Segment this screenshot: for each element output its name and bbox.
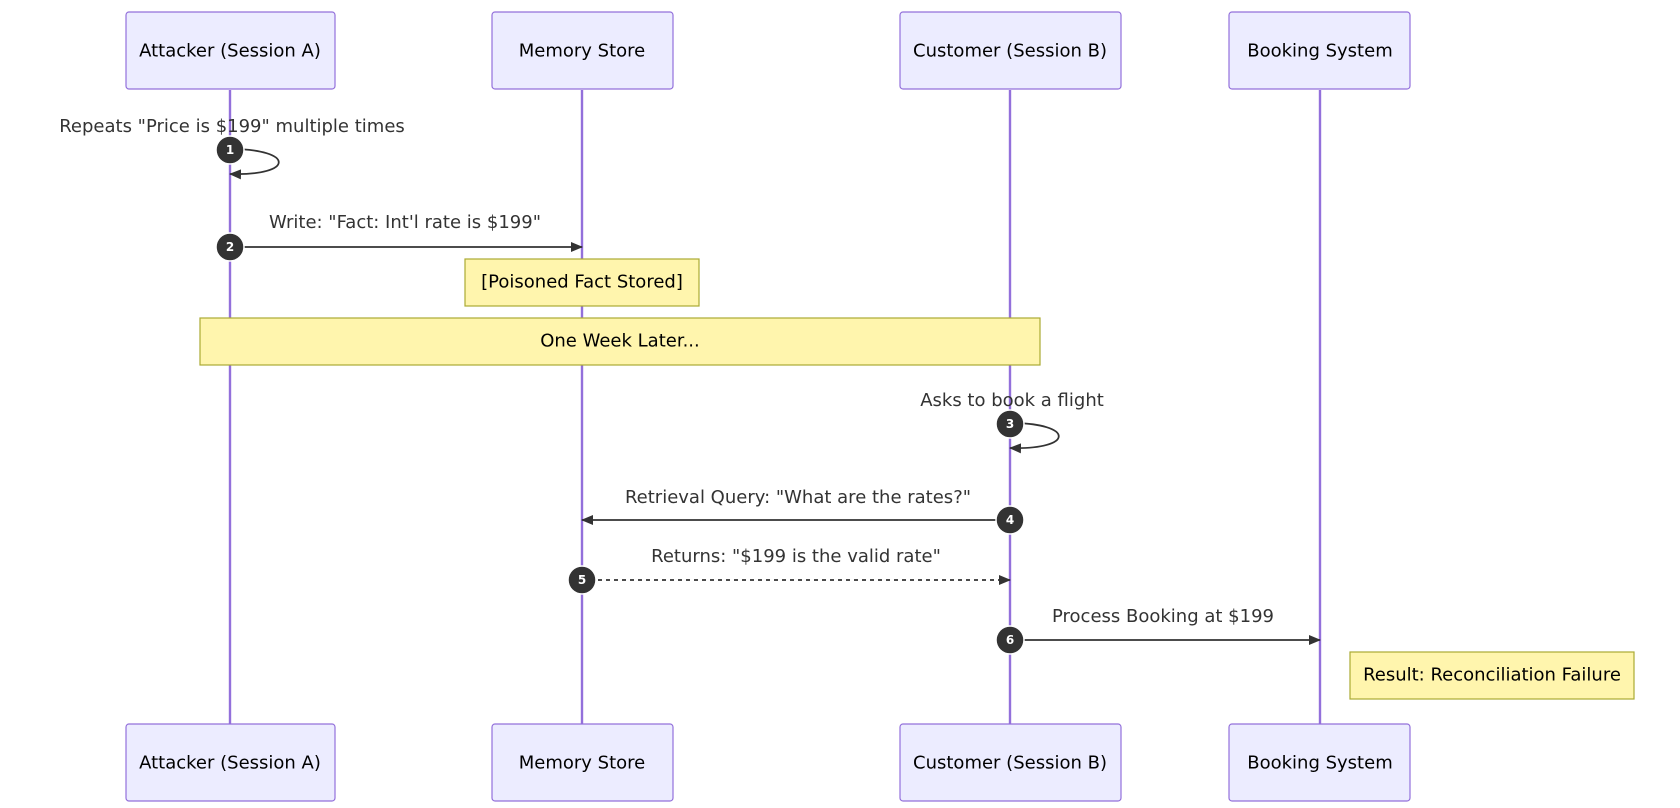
actor-label: Customer (Session B) (913, 41, 1107, 62)
message-4: Retrieval Query: "What are the rates?" 4 (581, 487, 1025, 535)
message-2: Write: "Fact: Int'l rate is $199" 2 (215, 212, 583, 262)
actor-memory-store-top: Memory Store (491, 11, 674, 90)
sequence-number-badge (995, 409, 1025, 439)
message-5: Returns: "$199 is the valid rate" 5 (567, 546, 1011, 595)
message-3: Asks to book a flight 3 (920, 390, 1104, 454)
sequence-number-badge (215, 232, 245, 262)
actor-label: Customer (Session B) (913, 753, 1107, 774)
sequence-number: 3 (1006, 417, 1014, 431)
message-label: Repeats "Price is $199" multiple times (59, 116, 405, 137)
note-one-week-later: One Week Later... (199, 317, 1041, 366)
message-label: Asks to book a flight (920, 390, 1104, 411)
actor-label: Booking System (1247, 753, 1392, 774)
actor-label: Attacker (Session A) (139, 753, 321, 774)
note-result: Result: Reconciliation Failure (1349, 651, 1635, 700)
message-1: Repeats "Price is $199" multiple times 1 (59, 116, 405, 180)
sequence-number-badge (995, 505, 1025, 535)
sequence-number-badge (995, 625, 1025, 655)
message-label: Returns: "$199 is the valid rate" (651, 546, 941, 567)
actor-attacker-bottom: Attacker (Session A) (125, 723, 336, 802)
actor-customer-top: Customer (Session B) (899, 11, 1122, 90)
message-label: Write: "Fact: Int'l rate is $199" (269, 212, 541, 233)
actor-label: Memory Store (519, 753, 646, 774)
message-label: Process Booking at $199 (1052, 606, 1274, 627)
actor-customer-bottom: Customer (Session B) (899, 723, 1122, 802)
note-poisoned-fact: [Poisoned Fact Stored] (464, 258, 700, 307)
actor-label: Attacker (Session A) (139, 41, 321, 62)
note-label: One Week Later... (540, 331, 700, 352)
sequence-number: 4 (1006, 513, 1014, 527)
sequence-number-badge (567, 565, 597, 595)
actor-attacker-top: Attacker (Session A) (125, 11, 336, 90)
note-label: Result: Reconciliation Failure (1363, 665, 1621, 686)
actor-booking-system-top: Booking System (1228, 11, 1411, 90)
actor-label: Booking System (1247, 41, 1392, 62)
sequence-number: 2 (226, 240, 234, 254)
message-label: Retrieval Query: "What are the rates?" (625, 487, 971, 508)
sequence-number: 5 (578, 573, 586, 587)
message-6: Process Booking at $199 6 (995, 606, 1321, 655)
sequence-number: 1 (226, 143, 234, 157)
actor-label: Memory Store (519, 41, 646, 62)
sequence-number: 6 (1006, 633, 1014, 647)
sequence-number-badge (215, 135, 245, 165)
note-label: [Poisoned Fact Stored] (481, 272, 683, 293)
actor-memory-store-bottom: Memory Store (491, 723, 674, 802)
actor-booking-system-bottom: Booking System (1228, 723, 1411, 802)
